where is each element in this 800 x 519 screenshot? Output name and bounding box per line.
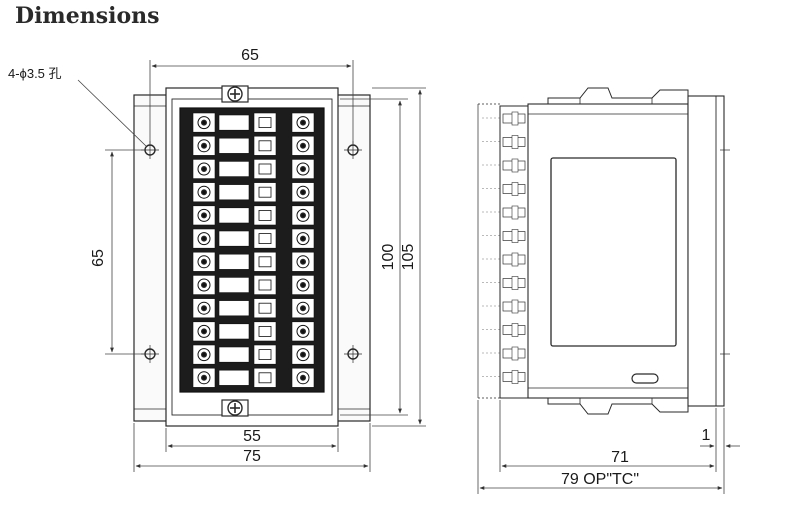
side-view (477, 87, 730, 415)
side-pin (482, 346, 526, 361)
terminal-row (192, 205, 315, 226)
dim-outer-height: 105 (400, 244, 417, 271)
dim-outer-width: 75 (243, 448, 261, 465)
page-title: Dimensions (15, 3, 160, 29)
side-pin (482, 252, 526, 267)
terminal-row (192, 321, 315, 342)
terminal-row (192, 367, 315, 388)
front-bezel (687, 95, 725, 407)
terminal-row (192, 298, 315, 319)
terminal-row (192, 112, 315, 133)
dim-hole-spacing-vertical: 65 (90, 249, 107, 267)
side-pin (482, 370, 526, 384)
terminal-row (192, 135, 315, 156)
side-pin (482, 111, 526, 126)
terminal-row (192, 251, 315, 272)
side-pin (482, 229, 526, 243)
bottom-screw (221, 399, 249, 417)
terminal-row (192, 228, 315, 249)
side-pin (482, 276, 526, 290)
terminal-row (192, 344, 315, 365)
side-dimensions (477, 400, 740, 494)
side-pin (482, 158, 526, 173)
side-pin (482, 299, 526, 314)
label-window (550, 157, 677, 347)
release-slot (631, 373, 659, 384)
terminal-row (192, 159, 315, 179)
dim-inner-height: 100 (380, 244, 397, 271)
dim-bezel: 1 (702, 427, 711, 444)
terminal-row (192, 275, 315, 295)
side-pin (482, 323, 526, 337)
dim-total-depth: 79 OP"TC" (561, 471, 639, 488)
front-view (133, 85, 371, 427)
dim-hole-spacing-horizontal: 65 (241, 47, 259, 64)
terminal-row (192, 182, 315, 203)
side-pin (482, 182, 526, 196)
side-pin (482, 205, 526, 220)
dim-inner-width: 55 (243, 428, 261, 445)
dim-depth: 71 (611, 449, 629, 466)
hole-note: 4-ϕ3.5 孔 (8, 66, 62, 81)
housing (527, 103, 689, 399)
top-screw (221, 85, 249, 103)
side-pin (482, 135, 526, 149)
front-dimensions (77, 60, 426, 472)
